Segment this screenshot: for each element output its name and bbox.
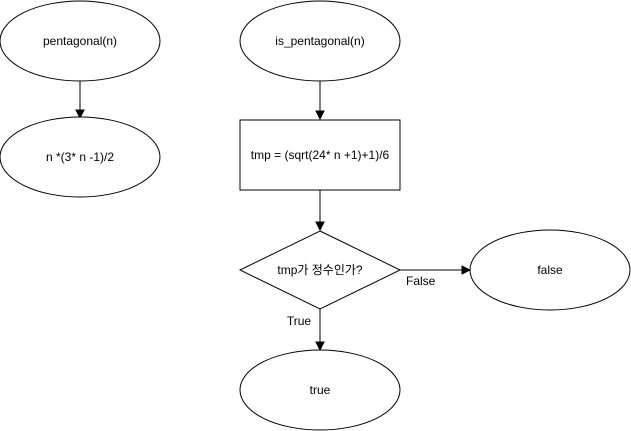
is-integer-decision-label: tmp가 정수인가? bbox=[277, 263, 363, 277]
edge-decision-to-false: False bbox=[400, 265, 472, 288]
arrowhead-icon bbox=[75, 109, 85, 120]
edge-decision-to-true: True bbox=[287, 309, 325, 352]
edge-tmp-to-decision bbox=[315, 190, 325, 232]
tmp-assign-label: tmp = (sqrt(24* n +1)+1)/6 bbox=[251, 148, 390, 162]
pentagonal-node: pentagonal(n) bbox=[0, 0, 161, 82]
false-result-ellipse bbox=[469, 229, 631, 311]
is-pentagonal-label: is_pentagonal(n) bbox=[275, 34, 364, 48]
arrowhead-icon bbox=[315, 221, 325, 232]
arrowhead-icon bbox=[315, 110, 325, 121]
true-result-node: true bbox=[239, 349, 401, 431]
false-result-node: false bbox=[469, 229, 631, 311]
false-edge-label: False bbox=[406, 274, 436, 288]
edge-pentagonal-to-formula bbox=[75, 81, 85, 120]
true-result-ellipse bbox=[239, 349, 401, 431]
false-result-label: false bbox=[537, 263, 563, 277]
edge-is-pentagonal-to-tmp bbox=[315, 81, 325, 121]
arrowhead-icon bbox=[315, 341, 325, 352]
is-integer-decision-node: tmp가 정수인가? bbox=[238, 230, 402, 310]
tmp-assign-box bbox=[239, 119, 401, 191]
tmp-assign-node: tmp = (sqrt(24* n +1)+1)/6 bbox=[239, 119, 401, 191]
true-edge-label: True bbox=[287, 314, 312, 328]
pentagonal-label: pentagonal(n) bbox=[43, 34, 117, 48]
arrowhead-icon bbox=[461, 265, 472, 275]
true-result-label: true bbox=[310, 383, 331, 397]
is-pentagonal-node: is_pentagonal(n) bbox=[239, 0, 401, 82]
pentagonal-formula-label: n *(3* n -1)/2 bbox=[46, 150, 114, 164]
pentagonal-formula-ellipse bbox=[0, 116, 161, 198]
pentagonal-formula-node: n *(3* n -1)/2 bbox=[0, 116, 161, 198]
